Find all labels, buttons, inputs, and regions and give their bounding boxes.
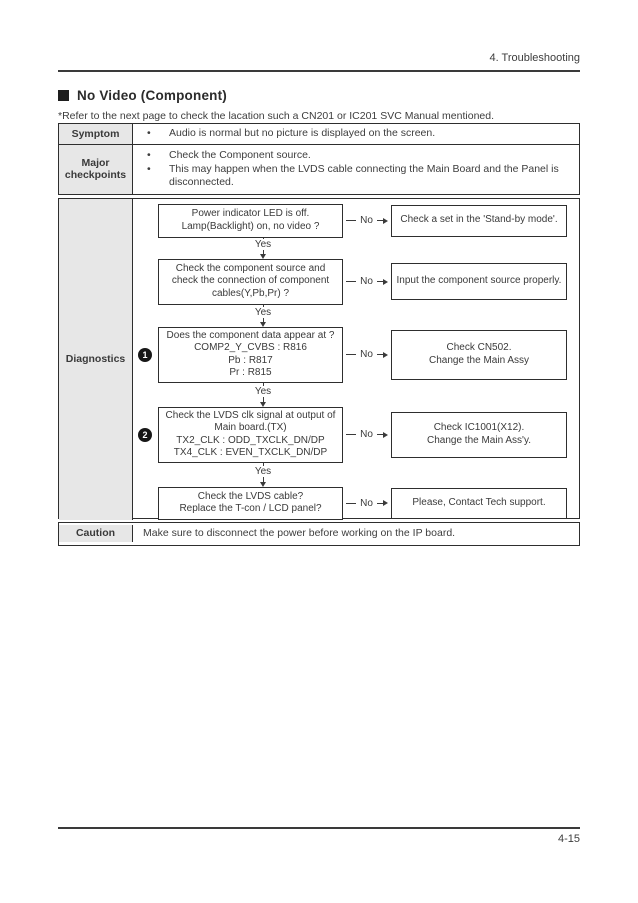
connector-line — [262, 304, 264, 307]
connector-line — [376, 434, 383, 435]
major-checkpoints-label: Major checkpoints — [59, 145, 133, 194]
no-label: No — [360, 276, 373, 287]
step-marker-2-icon: 2 — [138, 427, 152, 442]
connector-line — [262, 237, 264, 240]
diagnostics-section: Diagnostics Power indicator LED is off. … — [58, 197, 580, 520]
section-square-icon — [58, 90, 69, 101]
yes-label: Yes — [254, 239, 272, 251]
diagnostics-row: Diagnostics Power indicator LED is off. … — [59, 198, 579, 520]
flow-step-4: 2 Check the LVDS clk signal at output of… — [133, 406, 579, 463]
no-connector: No — [343, 215, 391, 226]
arrow-down-icon — [260, 253, 266, 259]
flow-step-3: 1 Does the component data appear at ? CO… — [133, 326, 579, 383]
caution-label: Caution — [59, 525, 133, 542]
header-rule — [58, 70, 580, 72]
arrow-right-icon — [382, 500, 388, 506]
major-checkpoints-row: Major checkpoints • Check the Component … — [59, 144, 579, 194]
caution-row: Caution Make sure to disconnect the powe… — [59, 523, 579, 545]
action-box: Check IC1001(X12). Change the Main Ass'y… — [391, 411, 567, 458]
page-number: 4-15 — [557, 833, 580, 845]
question-box: Check the component source and check the… — [158, 258, 343, 305]
bullet-icon: • — [147, 127, 151, 140]
flow-step-1: Power indicator LED is off. Lamp(Backlig… — [133, 203, 579, 238]
no-connector: No — [343, 349, 391, 360]
connector-line — [376, 502, 383, 504]
chapter-header: 4. Troubleshooting — [489, 52, 580, 64]
bullet-icon: • — [147, 149, 151, 161]
connector-line — [346, 281, 357, 282]
caution-text: Make sure to disconnect the power before… — [143, 526, 456, 539]
flowchart: Power indicator LED is off. Lamp(Backlig… — [133, 199, 579, 520]
arrow-right-icon — [382, 278, 388, 285]
connector-line — [262, 396, 264, 402]
checkpoint-text: Check the Component source. — [169, 149, 311, 161]
yes-connector: Yes — [158, 237, 368, 259]
caution-cell: Make sure to disconnect the power before… — [133, 527, 579, 541]
action-box: Check a set in the 'Stand-by mode'. — [391, 204, 567, 237]
connector-line — [346, 354, 357, 355]
question-box: Power indicator LED is off. Lamp(Backlig… — [158, 203, 343, 238]
no-label: No — [360, 497, 373, 509]
section-title-text: No Video (Component) — [77, 88, 227, 103]
action-box: Please, Contact Tech support. — [391, 487, 567, 519]
arrow-right-icon — [382, 351, 388, 358]
arrow-down-icon — [260, 481, 266, 487]
no-connector: No — [343, 498, 391, 509]
question-box: Check the LVDS cable? Replace the T-con … — [158, 486, 343, 520]
no-label: No — [360, 215, 373, 226]
checkpoint-item: • Check the Component source. — [143, 149, 571, 163]
caution-section: Caution Make sure to disconnect the powe… — [58, 521, 580, 546]
connector-line — [346, 502, 357, 504]
symptom-cell: • Audio is normal but no picture is disp… — [133, 124, 579, 144]
no-label: No — [360, 349, 373, 360]
arrow-right-icon — [382, 431, 388, 438]
symptom-text: Audio is normal but no picture is displa… — [169, 127, 436, 140]
connector-line — [376, 281, 383, 282]
troubleshooting-table: Symptom • Audio is normal but no picture… — [58, 123, 580, 546]
flow-step-2: Check the component source and check the… — [133, 258, 579, 305]
action-box: Check CN502. Change the Main Assy — [391, 329, 567, 380]
yes-label: Yes — [254, 465, 272, 477]
yes-label: Yes — [254, 306, 272, 318]
connector-line — [376, 220, 383, 221]
arrow-down-icon — [260, 321, 266, 327]
symptom-row: Symptom • Audio is normal but no picture… — [59, 124, 579, 144]
connector-line — [262, 250, 264, 254]
yes-connector: Yes — [158, 462, 368, 487]
step-marker-1-icon: 1 — [138, 347, 152, 362]
yes-connector: Yes — [158, 382, 368, 407]
no-label: No — [360, 429, 373, 440]
arrow-right-icon — [382, 217, 388, 224]
reference-note: *Refer to the next page to check the lac… — [58, 110, 495, 122]
question-box: Does the component data appear at ? COMP… — [158, 326, 343, 383]
connector-line — [262, 382, 264, 386]
action-box: Input the component source properly. — [391, 263, 567, 300]
yes-connector: Yes — [158, 304, 368, 327]
checkpoint-text: This may happen when the LVDS cable conn… — [169, 162, 559, 189]
diagnostics-label: Diagnostics — [59, 198, 133, 520]
connector-line — [376, 354, 383, 355]
bullet-icon: • — [147, 162, 151, 175]
symptom-item: • Audio is normal but no picture is disp… — [143, 127, 571, 141]
question-box: Check the LVDS clk signal at output of M… — [158, 406, 343, 463]
arrow-down-icon — [260, 401, 266, 407]
connector-line — [262, 462, 264, 466]
symptom-label: Symptom — [59, 124, 133, 144]
connector-line — [346, 434, 357, 435]
symptom-checkpoints-section: Symptom • Audio is normal but no picture… — [58, 123, 580, 195]
no-connector: No — [343, 429, 391, 440]
connector-line — [346, 220, 357, 221]
flow-step-5: Check the LVDS cable? Replace the T-con … — [133, 486, 579, 520]
checkpoint-item: • This may happen when the LVDS cable co… — [143, 163, 571, 190]
connector-line — [262, 317, 264, 322]
major-checkpoints-cell: • Check the Component source. • This may… — [133, 145, 579, 194]
no-connector: No — [343, 276, 391, 287]
yes-label: Yes — [254, 385, 272, 397]
section-title: No Video (Component) — [58, 88, 227, 103]
footer-rule — [58, 827, 580, 829]
connector-line — [262, 476, 264, 482]
